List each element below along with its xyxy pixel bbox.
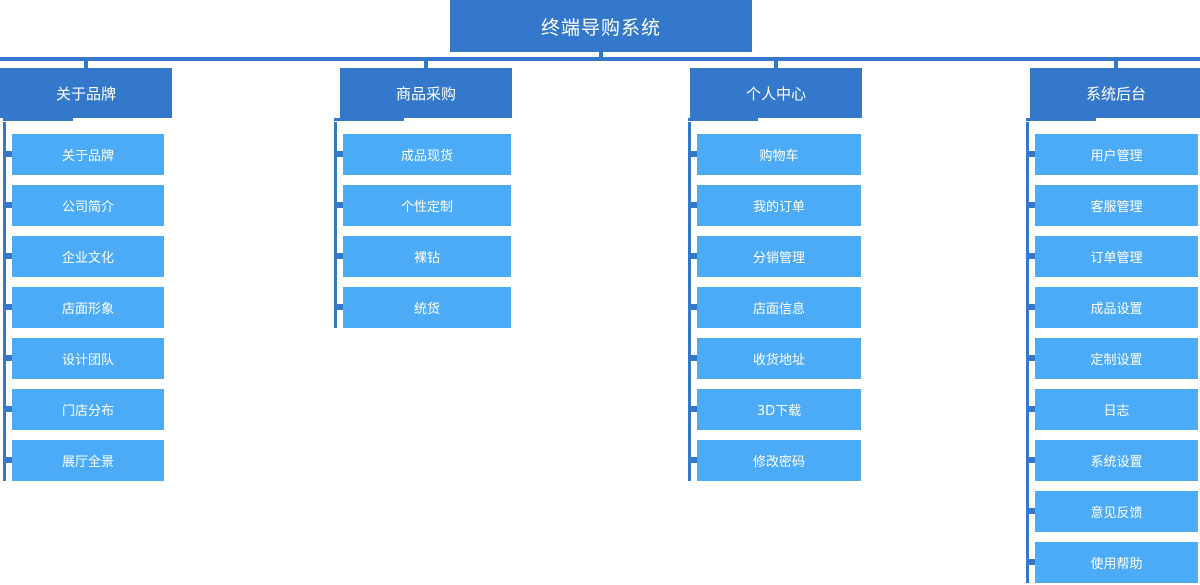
sitemap-node[interactable]: 成品现货 <box>343 134 511 175</box>
sitemap-node[interactable]: 成品设置 <box>1035 287 1198 328</box>
node-connector-stub <box>1026 508 1039 514</box>
node-connector-stub <box>688 151 701 157</box>
node-connector-stub <box>3 202 16 208</box>
node-connector-stub <box>1026 559 1039 565</box>
sitemap-node[interactable]: 关于品牌 <box>12 134 164 175</box>
sitemap-node[interactable]: 我的订单 <box>697 185 861 226</box>
sitemap-node[interactable]: 裸钻 <box>343 236 511 277</box>
sitemap-node[interactable]: 定制设置 <box>1035 338 1198 379</box>
column-connector-stem <box>424 59 428 69</box>
node-connector-stub <box>3 151 16 157</box>
sitemap-node[interactable]: 3D下载 <box>697 389 861 430</box>
root-title-box[interactable]: 终端导购系统 <box>450 0 752 52</box>
node-connector-stub <box>3 253 16 259</box>
node-connector-stub <box>334 202 347 208</box>
node-connector-stub <box>688 457 701 463</box>
node-connector-stub <box>1026 151 1039 157</box>
sitemap-node[interactable]: 客服管理 <box>1035 185 1198 226</box>
column-connector-stem <box>774 59 778 69</box>
trunk-cap <box>688 118 758 121</box>
trunk-cap <box>3 118 73 121</box>
node-connector-stub <box>688 355 701 361</box>
node-connector-stub <box>1026 202 1039 208</box>
column-header-4[interactable]: 系统后台 <box>1030 68 1200 118</box>
sitemap-node[interactable]: 店面信息 <box>697 287 861 328</box>
sitemap-node[interactable]: 用户管理 <box>1035 134 1198 175</box>
node-connector-stub <box>334 151 347 157</box>
node-connector-stub <box>688 202 701 208</box>
sitemap-node[interactable]: 意见反馈 <box>1035 491 1198 532</box>
column-connector-stem <box>84 59 88 69</box>
column-connector-stem <box>1114 59 1118 69</box>
node-connector-stub <box>3 355 16 361</box>
sitemap-node[interactable]: 店面形象 <box>12 287 164 328</box>
trunk-line <box>1026 122 1029 583</box>
sitemap-node[interactable]: 系统设置 <box>1035 440 1198 481</box>
node-connector-stub <box>1026 457 1039 463</box>
sitemap-node[interactable]: 个性定制 <box>343 185 511 226</box>
column-header-3[interactable]: 个人中心 <box>690 68 862 118</box>
sitemap-node[interactable]: 统货 <box>343 287 511 328</box>
sitemap-node[interactable]: 修改密码 <box>697 440 861 481</box>
root-connector-stem <box>599 50 603 60</box>
node-connector-stub <box>688 304 701 310</box>
trunk-cap <box>1026 118 1096 121</box>
sitemap-node[interactable]: 设计团队 <box>12 338 164 379</box>
node-connector-stub <box>3 457 16 463</box>
trunk-line <box>3 122 6 481</box>
trunk-cap <box>334 118 404 121</box>
sitemap-node[interactable]: 收货地址 <box>697 338 861 379</box>
node-connector-stub <box>688 253 701 259</box>
node-connector-stub <box>3 406 16 412</box>
node-connector-stub <box>1026 355 1039 361</box>
trunk-line <box>688 122 691 481</box>
sitemap-node[interactable]: 展厅全景 <box>12 440 164 481</box>
node-connector-stub <box>1026 406 1039 412</box>
sitemap-node[interactable]: 使用帮助 <box>1035 542 1198 583</box>
sitemap-node[interactable]: 日志 <box>1035 389 1198 430</box>
node-connector-stub <box>334 304 347 310</box>
sitemap-node[interactable]: 购物车 <box>697 134 861 175</box>
node-connector-stub <box>688 406 701 412</box>
sitemap-node[interactable]: 门店分布 <box>12 389 164 430</box>
sitemap-node[interactable]: 订单管理 <box>1035 236 1198 277</box>
trunk-line <box>334 122 337 328</box>
sitemap-node[interactable]: 企业文化 <box>12 236 164 277</box>
node-connector-stub <box>1026 304 1039 310</box>
node-connector-stub <box>1026 253 1039 259</box>
column-header-1[interactable]: 关于品牌 <box>0 68 172 118</box>
sitemap-node[interactable]: 公司简介 <box>12 185 164 226</box>
sitemap-node[interactable]: 分销管理 <box>697 236 861 277</box>
node-connector-stub <box>3 304 16 310</box>
node-connector-stub <box>334 253 347 259</box>
column-header-2[interactable]: 商品采购 <box>340 68 512 118</box>
horizontal-bus-line <box>0 57 1200 61</box>
